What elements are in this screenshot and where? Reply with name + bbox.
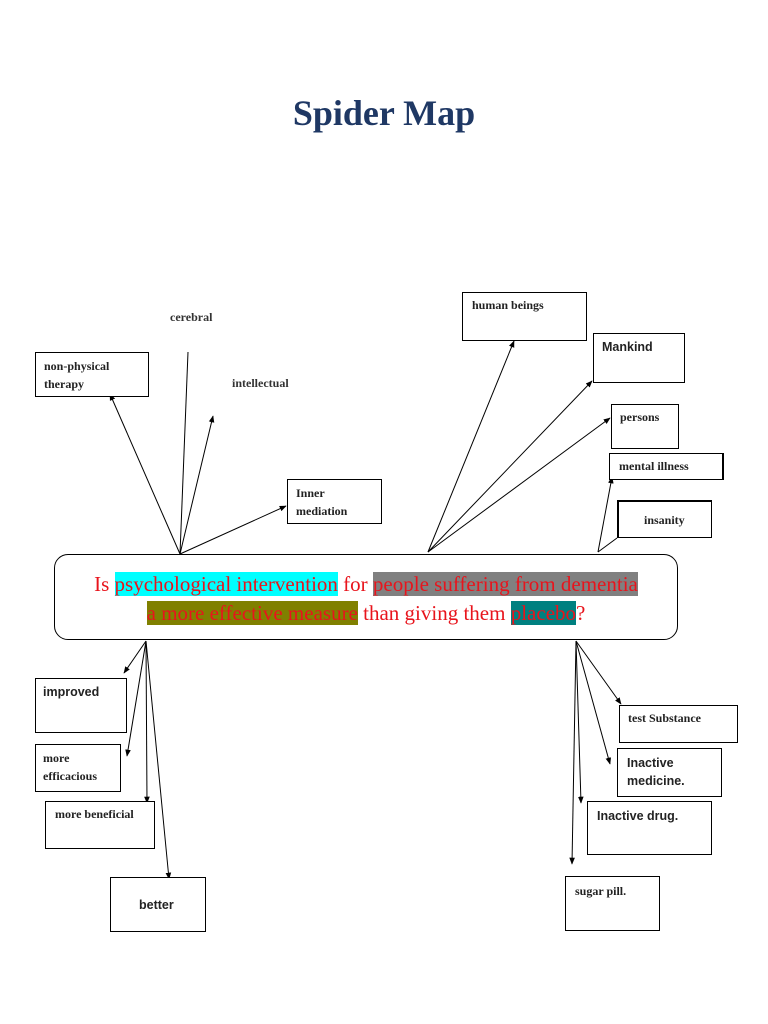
box-label: Mankind bbox=[602, 340, 653, 354]
box-improved: improved bbox=[35, 678, 127, 733]
central-question: Is psychological intervention for people… bbox=[54, 554, 678, 640]
page-title: Spider Map bbox=[292, 93, 476, 133]
arrow-improved bbox=[123, 640, 147, 674]
question-word: for bbox=[343, 572, 368, 596]
box-inactive-drug: Inactive drug. bbox=[587, 801, 712, 855]
arrow-persons bbox=[427, 417, 611, 553]
box-label: improved bbox=[43, 685, 100, 699]
box-label: more beneficial bbox=[55, 807, 134, 821]
line-cerebral bbox=[179, 351, 189, 555]
arrow-better bbox=[145, 640, 172, 880]
box-label: insanity bbox=[644, 513, 685, 527]
box-more-efficacious: more efficacious bbox=[35, 744, 121, 792]
box-label: Inner mediation bbox=[296, 486, 348, 518]
arrow-sugar-pill bbox=[569, 640, 577, 865]
box-label: Inactive drug. bbox=[597, 809, 679, 823]
box-label: sugar pill. bbox=[575, 884, 627, 898]
box-persons: persons bbox=[611, 404, 679, 449]
box-label: persons bbox=[620, 410, 660, 424]
box-mental-illness: mental illness bbox=[609, 453, 724, 480]
box-better: better bbox=[110, 877, 206, 932]
line-insanity bbox=[597, 537, 618, 553]
arrow-human-beings bbox=[427, 340, 515, 553]
box-inactive-medicine: Inactive medicine. bbox=[617, 748, 722, 797]
arrow-inactive-medicine bbox=[575, 640, 612, 765]
arrow-more-beneficial bbox=[144, 640, 150, 804]
highlight-effective-measure: a more effective measure bbox=[146, 601, 358, 625]
box-label: test Substance bbox=[628, 711, 702, 725]
question-word: than giving them bbox=[363, 601, 506, 625]
arrow-mankind bbox=[427, 380, 593, 553]
box-inner-mediation: Inner mediation bbox=[287, 479, 382, 524]
arrow-inactive-drug bbox=[575, 640, 584, 804]
box-test-substance: test Substance bbox=[619, 705, 738, 743]
highlight-psychological-intervention: psychological intervention bbox=[114, 572, 338, 596]
box-insanity: insanity bbox=[617, 500, 712, 538]
box-non-physical-therapy: non-physical therapy bbox=[35, 352, 149, 397]
box-sugar-pill: sugar pill. bbox=[565, 876, 660, 931]
arrow-test-substance bbox=[575, 640, 622, 705]
box-label: better bbox=[139, 898, 174, 912]
question-word: Is bbox=[94, 572, 110, 596]
box-mankind: Mankind bbox=[593, 333, 685, 383]
arrow-mental-illness bbox=[597, 476, 614, 553]
box-label: non-physical therapy bbox=[44, 359, 110, 391]
box-label: Inactive medicine. bbox=[627, 756, 685, 788]
arrow-intellectual bbox=[179, 415, 215, 555]
word-intellectual: intellectual bbox=[232, 376, 289, 390]
box-label: human beings bbox=[472, 298, 544, 312]
highlight-placebo: placebo bbox=[510, 601, 577, 625]
box-label: more efficacious bbox=[43, 751, 97, 783]
arrow-more-efficacious bbox=[125, 640, 147, 757]
arrow-inner-mediation bbox=[179, 505, 287, 555]
box-more-beneficial: more beneficial bbox=[45, 801, 155, 849]
question-mark: ? bbox=[576, 601, 586, 625]
highlight-people-suffering: people suffering from dementia bbox=[372, 572, 638, 596]
box-human-beings: human beings bbox=[462, 292, 587, 341]
word-cerebral: cerebral bbox=[170, 310, 213, 324]
box-label: mental illness bbox=[619, 459, 689, 473]
arrow-non-physical-therapy bbox=[109, 393, 181, 555]
